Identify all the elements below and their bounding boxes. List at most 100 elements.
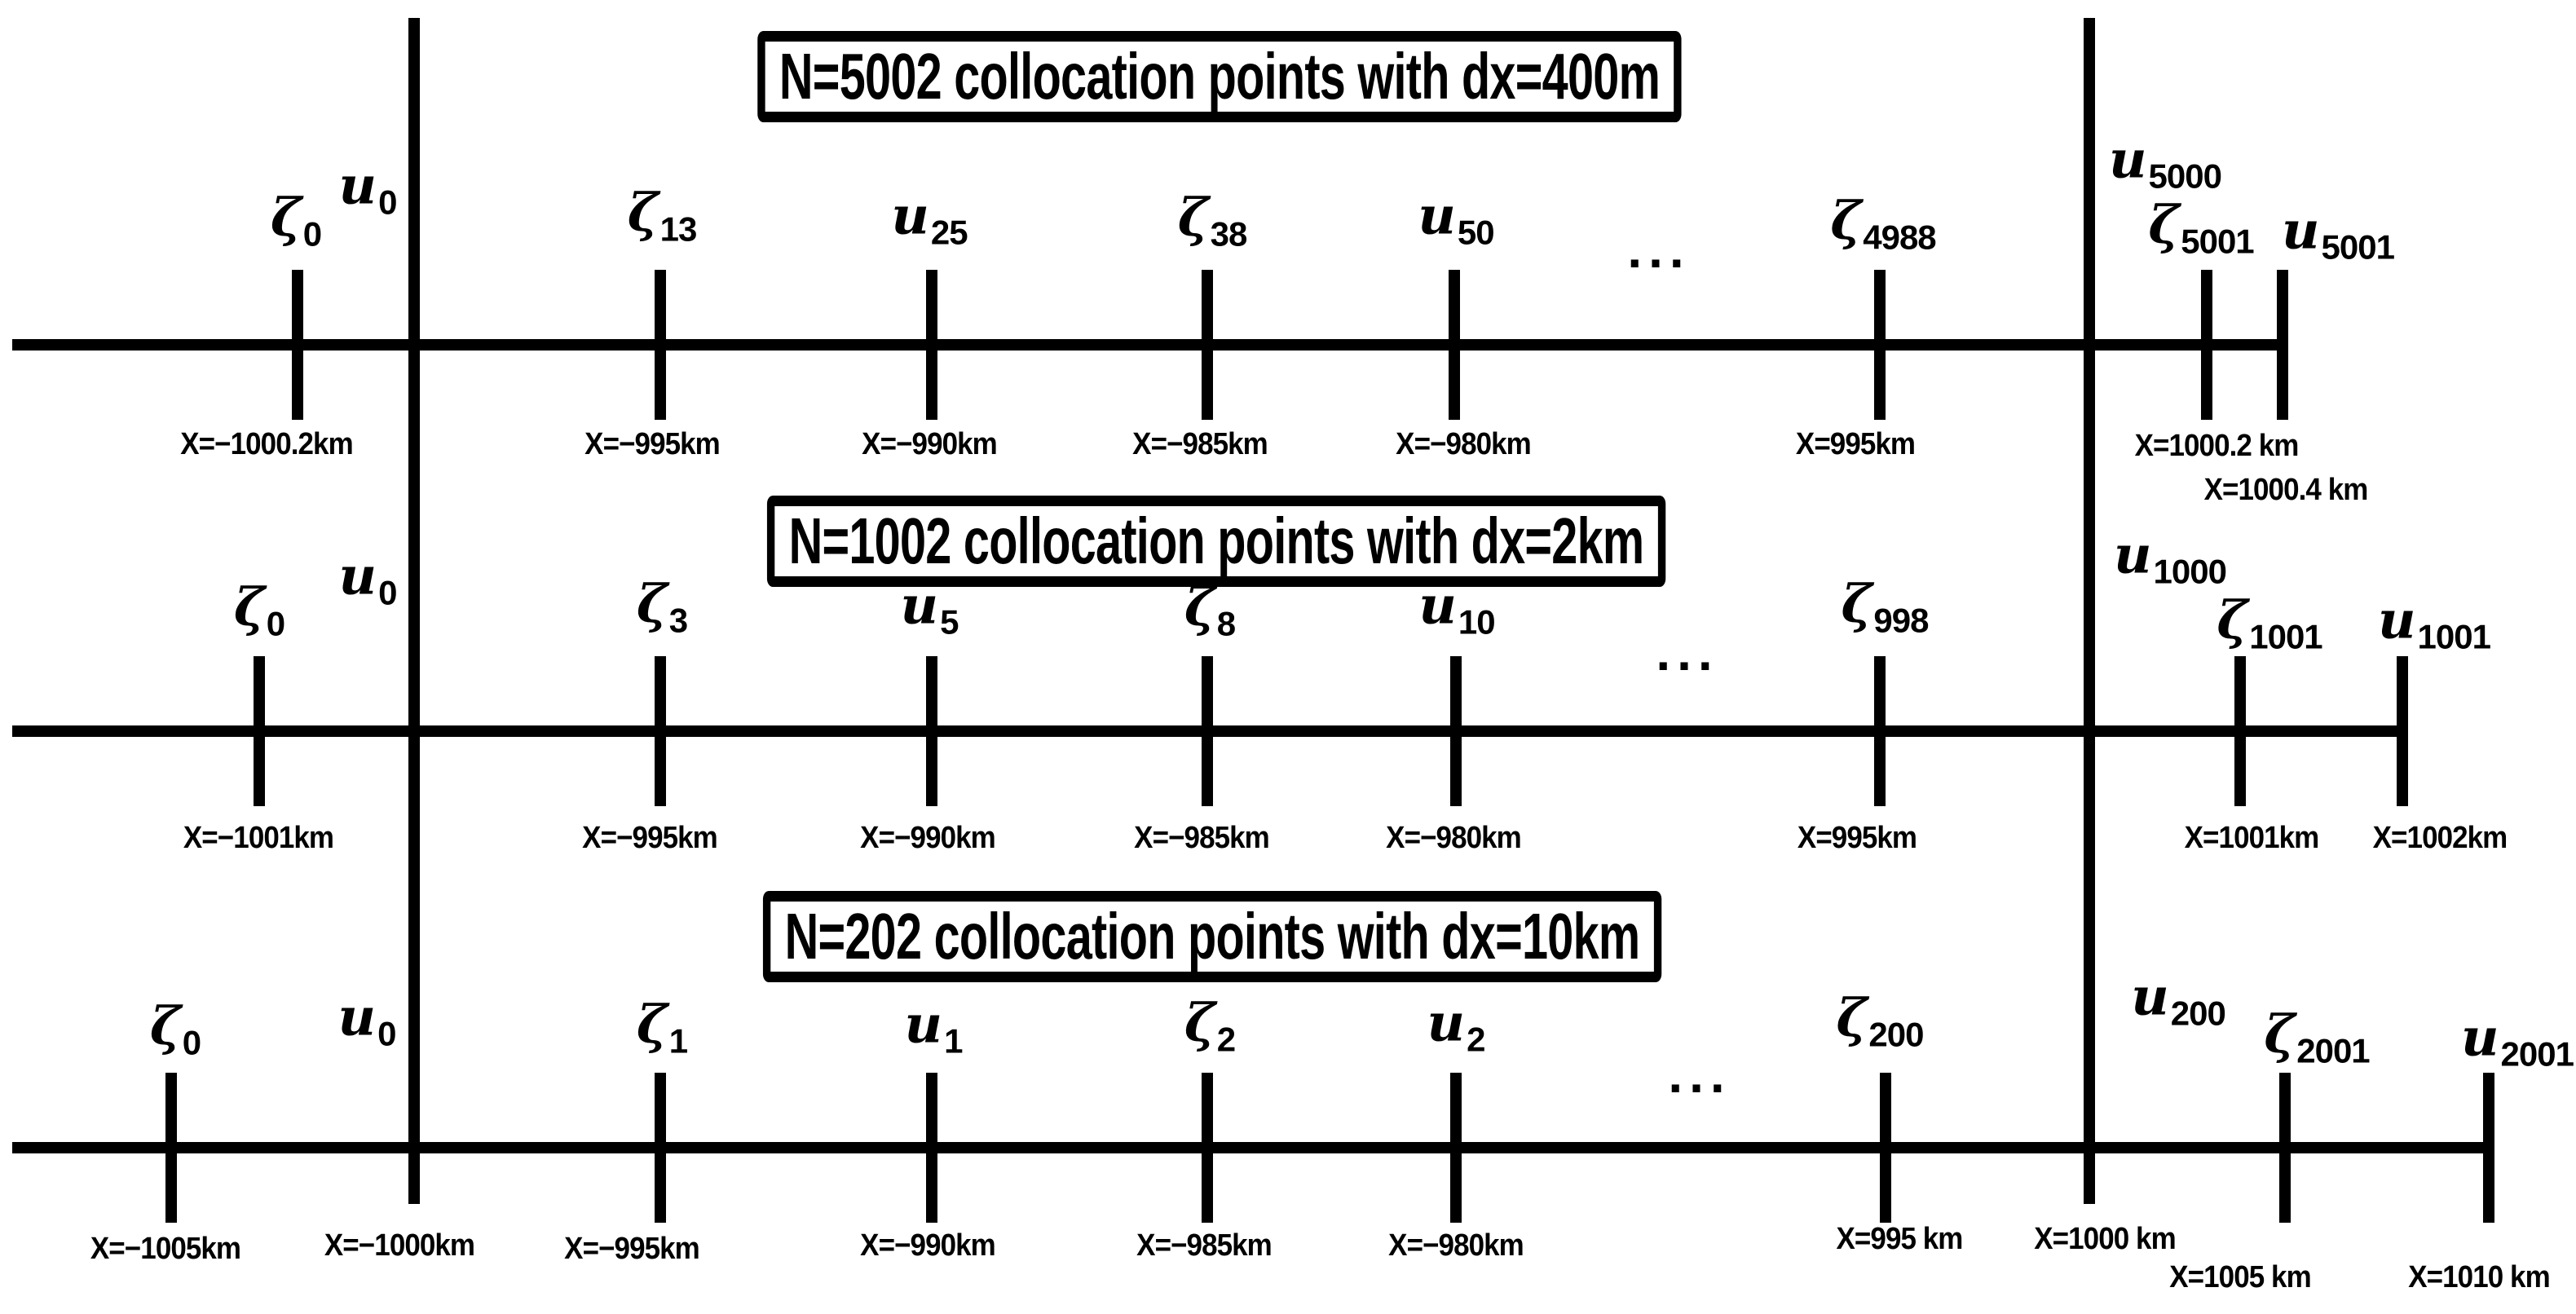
- x-coordinate-label: X=995 km: [1836, 1222, 1964, 1256]
- x-coordinate-label: X=−995km: [582, 821, 718, 855]
- symbol-subscript: 1001: [2417, 617, 2491, 656]
- panel-title-box: N=202 collocation points with dx=10km: [762, 891, 1662, 982]
- symbol-subscript: 0: [302, 214, 322, 254]
- symbol-base: u: [2109, 129, 2147, 191]
- symbol-subscript: 998: [1873, 601, 1929, 640]
- x-coordinate-label: X=1000 km: [2034, 1222, 2176, 1256]
- panel-title: N=202 collocation points with dx=10km: [784, 900, 1641, 972]
- symbol-subscript: 0: [378, 183, 397, 222]
- x-coordinate-label: X=−1000km: [324, 1228, 475, 1263]
- symbol-subscript: 200: [1868, 1015, 1924, 1054]
- symbol-base: ζ: [2217, 589, 2248, 651]
- tick-mark: [1874, 270, 1886, 420]
- tick-mark: [1202, 270, 1213, 420]
- ellipsis-label: ...: [1627, 220, 1691, 279]
- point-label-zeta-5001: ζ5001: [2148, 199, 2254, 259]
- point-label-u-5000: u5000: [2109, 134, 2222, 196]
- tick-mark: [165, 1073, 177, 1223]
- x-coordinate-label: X=−990km: [862, 427, 998, 461]
- symbol-subscript: 5: [940, 602, 959, 642]
- tick-mark: [655, 270, 666, 420]
- point-label-u-1: u1: [905, 999, 964, 1059]
- point-label-u-2001: u2001: [2461, 1012, 2574, 1072]
- symbol-subscript: 38: [1210, 214, 1248, 254]
- point-label-zeta-38: ζ38: [1178, 192, 1248, 254]
- point-label-zeta-200: ζ200: [1837, 992, 1925, 1054]
- symbol-subscript: 0: [377, 1014, 396, 1053]
- symbol-subscript: 2001: [2296, 1031, 2370, 1070]
- x-coordinate-label: X=−980km: [1388, 1228, 1524, 1263]
- number-line: [12, 1142, 2494, 1153]
- symbol-subscript: 5000: [2148, 157, 2222, 196]
- x-coordinate-label: X=−985km: [1136, 1228, 1273, 1263]
- point-label-u-5: u5: [901, 580, 959, 640]
- symbol-base: ζ: [2264, 1003, 2296, 1065]
- symbol-base: ζ: [1184, 576, 1215, 638]
- x-coordinate-label: X=1001km: [2184, 821, 2320, 855]
- x-coordinate-label: X=−980km: [1386, 821, 1522, 855]
- symbol-base: u: [904, 994, 943, 1056]
- symbol-base: u: [891, 185, 929, 247]
- x-coordinate-label: X=1005 km: [2169, 1260, 2311, 1294]
- tick-mark: [2397, 656, 2408, 806]
- tick-mark: [1202, 656, 1213, 806]
- right-boundary-line: [2084, 18, 2095, 1204]
- symbol-base: u: [2114, 524, 2152, 586]
- symbol-base: ζ: [270, 187, 302, 249]
- x-coordinate-label: X=995km: [1797, 821, 1917, 855]
- x-coordinate-label: X=−980km: [1396, 427, 1532, 461]
- symbol-base: u: [338, 545, 377, 607]
- tick-mark: [2277, 270, 2288, 420]
- symbol-base: ζ: [1836, 987, 1868, 1049]
- x-coordinate-label: X=−1001km: [183, 821, 334, 855]
- symbol-base: ζ: [233, 576, 265, 638]
- x-coordinate-label: X=995km: [1795, 427, 1916, 461]
- tick-mark: [926, 1073, 937, 1223]
- x-coordinate-label: X=1002km: [2372, 821, 2508, 855]
- symbol-subscript: 4988: [1863, 218, 1936, 257]
- tick-mark: [254, 656, 265, 806]
- symbol-subscript: 1: [668, 1021, 688, 1060]
- point-label-zeta-8: ζ8: [1184, 581, 1236, 642]
- point-label-u-0: u0: [339, 160, 398, 222]
- point-label-zeta-13: ζ13: [628, 187, 698, 247]
- point-label-u-0: u0: [338, 991, 397, 1053]
- point-label-u-0: u0: [339, 550, 398, 611]
- symbol-subscript: 50: [1457, 213, 1495, 252]
- symbol-base: ζ: [1184, 992, 1215, 1054]
- symbol-base: u: [900, 575, 939, 637]
- point-label-zeta-1001: ζ1001: [2217, 594, 2322, 655]
- tick-mark: [1880, 1073, 1891, 1223]
- symbol-base: u: [1427, 992, 1466, 1054]
- tick-mark: [1450, 656, 1462, 806]
- symbol-subscript: 3: [668, 601, 688, 640]
- point-label-zeta-3: ζ3: [637, 578, 688, 640]
- point-label-zeta-4988: ζ4988: [1830, 195, 1936, 257]
- point-label-u-5001: u5001: [2282, 205, 2395, 267]
- point-label-u-1000: u1000: [2114, 529, 2227, 589]
- symbol-base: ζ: [1177, 187, 1209, 249]
- tick-mark: [926, 656, 937, 806]
- symbol-subscript: 0: [182, 1023, 201, 1062]
- x-coordinate-label: X=−1005km: [90, 1232, 241, 1266]
- x-coordinate-label: X=−985km: [1132, 427, 1268, 461]
- point-label-zeta-998: ζ998: [1842, 578, 1930, 640]
- point-label-zeta-2001: ζ2001: [2264, 1008, 2370, 1070]
- panel-title: N=5002 collocation points with dx=400m: [779, 40, 1661, 112]
- x-coordinate-label: X=−990km: [860, 1228, 996, 1263]
- tick-mark: [2483, 1073, 2494, 1223]
- tick-mark: [1202, 1073, 1213, 1223]
- symbol-base: ζ: [627, 182, 659, 244]
- ellipsis-label: ...: [1668, 1045, 1731, 1104]
- symbol-base: ζ: [2148, 194, 2180, 256]
- symbol-subscript: 25: [930, 213, 968, 252]
- symbol-subscript: 0: [266, 604, 285, 643]
- ellipsis-label: ...: [1656, 623, 1719, 681]
- tick-mark: [292, 270, 303, 420]
- symbol-subscript: 5001: [2321, 227, 2395, 267]
- number-line: [12, 339, 2288, 351]
- panel-title: N=1002 collocation points with dx=2km: [788, 505, 1645, 577]
- symbol-base: u: [2282, 200, 2320, 262]
- tick-mark: [1450, 1073, 1462, 1223]
